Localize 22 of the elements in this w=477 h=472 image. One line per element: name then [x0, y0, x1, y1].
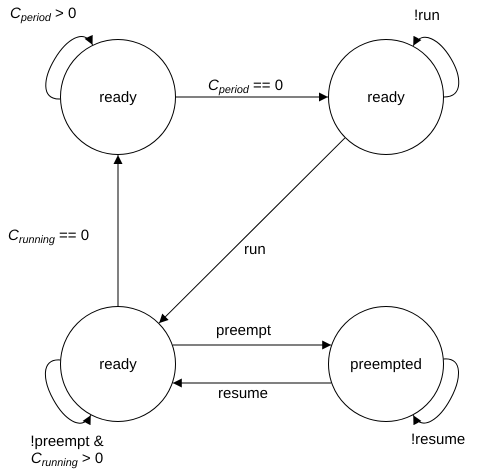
edge-label: preempt [216, 323, 272, 340]
edge-label: C$_{period}$ == 0 [208, 78, 284, 98]
arrow [114, 154, 122, 306]
edge-label: C$_{running}$ == 0 [8, 228, 90, 248]
arrow [176, 92, 328, 102]
state-label: ready [99, 356, 137, 372]
arrow [412, 36, 460, 98]
edge-label: run [244, 242, 266, 258]
edge-label: resume [218, 386, 268, 402]
state-label: ready [367, 88, 405, 106]
edge-label: !resume [411, 432, 466, 448]
arrow [44, 359, 92, 425]
arrow [172, 378, 332, 388]
edge-label: !preempt & C$_{running}$ > 0 [29, 434, 105, 470]
state-label: ready [99, 88, 137, 106]
state-label: preempted [350, 356, 422, 372]
arrow [45, 35, 94, 100]
arrow [158, 137, 346, 324]
edge-label: !run [414, 8, 440, 24]
arrow [412, 358, 459, 425]
edge-label: C$_{period}$ > 0 [10, 6, 76, 26]
arrow [172, 340, 332, 350]
